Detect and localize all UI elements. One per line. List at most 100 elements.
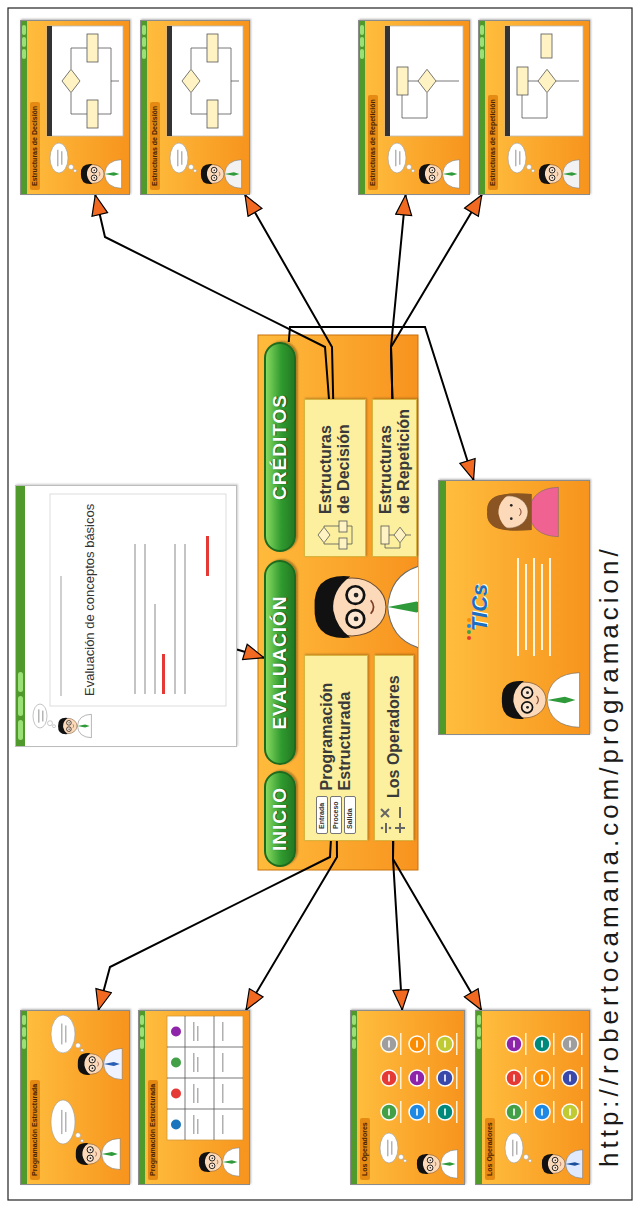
shape-rect xyxy=(193,1115,195,1134)
screen-illustration xyxy=(141,20,243,194)
bar-button xyxy=(360,25,364,35)
thought-bubble xyxy=(33,704,56,728)
shape-rect xyxy=(57,150,59,167)
person-hair xyxy=(315,576,351,638)
teacher-character xyxy=(315,563,418,651)
operator-sign xyxy=(444,1109,446,1116)
glasses-lens xyxy=(549,175,555,181)
bar-button xyxy=(477,1039,481,1049)
operator-sign xyxy=(388,1041,390,1048)
person-shirt xyxy=(563,160,580,189)
glasses-lens xyxy=(347,586,365,604)
person-eye xyxy=(526,691,529,694)
screen-illustration xyxy=(476,1010,583,1184)
operator-badge xyxy=(409,1070,425,1086)
person-eye xyxy=(555,1167,557,1169)
cartoon-person xyxy=(76,1138,120,1169)
dot-shape xyxy=(189,165,194,170)
top-bar xyxy=(351,1010,357,1184)
screen-thumbnail: Estructuras de Repetición xyxy=(358,20,470,195)
menu-box: Los Operadores xyxy=(374,655,414,841)
person-eye xyxy=(432,169,434,171)
person-eye xyxy=(552,177,554,179)
bar-button xyxy=(22,49,26,59)
person-mouth xyxy=(217,1160,219,1164)
answer-mark xyxy=(206,536,209,576)
ellipse-shape xyxy=(170,143,188,173)
glasses-lens xyxy=(67,721,72,726)
button-label: CRÉDITOS xyxy=(269,394,290,500)
flow-diamond xyxy=(538,69,556,92)
shape-rect xyxy=(177,150,179,167)
bar-button xyxy=(140,1027,144,1037)
person-face xyxy=(59,718,77,733)
connector-arrow xyxy=(393,841,481,1010)
ops-icon xyxy=(379,804,409,834)
dot-shape xyxy=(53,725,56,728)
shape-rect xyxy=(38,709,40,722)
screen-title: Los Operadores xyxy=(360,1118,370,1180)
shape-rect xyxy=(456,1101,458,1123)
person-eye xyxy=(214,177,216,179)
shape-rect xyxy=(519,151,521,165)
question-line xyxy=(134,544,136,694)
operator-badge xyxy=(437,1104,453,1120)
top-bar xyxy=(139,1010,145,1184)
bar-button xyxy=(352,1027,356,1037)
cartoon-person xyxy=(58,714,91,737)
thought-bubble xyxy=(51,1015,84,1053)
person-hair xyxy=(419,164,431,184)
thought-bubble xyxy=(508,143,535,173)
bar-button xyxy=(140,1039,144,1049)
shape-rect xyxy=(428,1067,430,1089)
person-hair xyxy=(502,681,524,719)
shape-rect xyxy=(193,1053,195,1072)
menu-button: INICIO xyxy=(264,771,296,867)
thought-bubble xyxy=(505,1133,532,1163)
shape-rect xyxy=(399,151,401,165)
flow-line xyxy=(218,48,231,114)
thought-bubble xyxy=(170,143,197,173)
person-eye xyxy=(510,504,513,507)
person-shirt xyxy=(547,673,580,728)
operator-sign xyxy=(416,1109,418,1116)
button-label: EVALUACIÓN xyxy=(269,595,290,729)
menu-box: EntradaProcesoSalidaProgramación Estruct… xyxy=(304,655,368,841)
operator-sign xyxy=(513,1041,515,1048)
video-bar xyxy=(167,26,172,136)
person-shirt xyxy=(223,1148,240,1177)
screen-thumbnail: Los Operadores xyxy=(475,1010,590,1185)
dot-shape xyxy=(381,827,384,830)
shape-rect xyxy=(193,1022,195,1041)
flow-line xyxy=(71,93,87,114)
credit-line xyxy=(533,558,535,656)
person-eye xyxy=(430,1159,432,1161)
menu-title: Programación Estructurada xyxy=(318,662,353,790)
bar-button xyxy=(142,37,146,47)
flow-diamond xyxy=(418,69,436,92)
table-frame xyxy=(167,1016,243,1140)
menu-text: Estructuras de Repetición xyxy=(377,406,412,514)
flow-box xyxy=(87,100,98,128)
operator-sign xyxy=(569,1075,571,1082)
dot-shape xyxy=(532,169,535,172)
shape-rect xyxy=(428,1033,430,1055)
flow-box xyxy=(517,67,528,95)
shape-rect xyxy=(197,1057,199,1072)
cartoon-person xyxy=(199,1148,240,1177)
person-eye xyxy=(526,706,529,709)
glasses-lens xyxy=(89,1065,95,1071)
video-bar xyxy=(385,26,390,136)
credits-illustration xyxy=(439,480,580,734)
person-eye xyxy=(214,169,216,171)
outline-path xyxy=(381,809,389,817)
person-mouth xyxy=(537,696,539,704)
menu-box: Estructuras de Decisión xyxy=(304,399,366,557)
dot-shape xyxy=(81,1049,84,1052)
person-shirt xyxy=(566,1150,583,1179)
person-hair xyxy=(542,1154,554,1174)
screen-title: Los Operadores xyxy=(485,1118,495,1180)
operator-badge xyxy=(534,1104,550,1120)
flow-line xyxy=(324,543,339,544)
operator-badge xyxy=(409,1036,425,1052)
